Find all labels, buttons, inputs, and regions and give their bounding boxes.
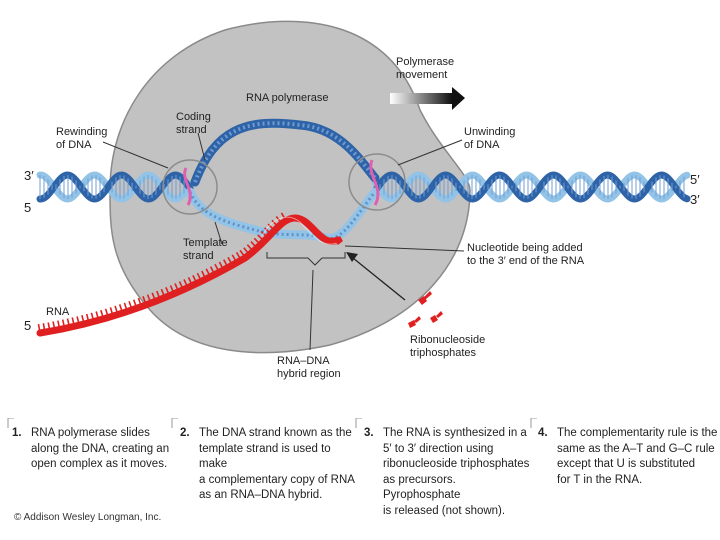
leader-lines (102, 132, 465, 351)
left-5prime-label: 5 (24, 200, 32, 215)
rna-base-tick (85, 313, 90, 323)
rna-base-tick (142, 296, 147, 306)
rna-base-tick (275, 216, 283, 225)
rna-base-tick (76, 316, 80, 326)
rna-base-tick (128, 301, 133, 311)
rna-base-tick (37, 323, 41, 334)
coding-strand (190, 118, 380, 187)
rna-base-tick (81, 315, 85, 325)
step-4-text: The complementarity rule is the same as … (557, 427, 718, 486)
rna-base-tick (227, 256, 234, 266)
rna-base-tick (132, 299, 138, 309)
rna-base-tick (196, 272, 203, 282)
rna-base-tick (201, 270, 207, 280)
rna-base-tick (57, 320, 61, 330)
ribonucleoside-label: Ribonucleoside triphosphates (410, 334, 486, 359)
template-strand-label: Template strand (183, 237, 228, 262)
rna-base-tick (123, 302, 129, 312)
rna-base-tick (118, 304, 124, 314)
rna-base-tick (243, 247, 251, 256)
polymerase-movement-arrow (390, 87, 465, 110)
dna-strand-light-right (371, 171, 691, 203)
rna-base-tick (104, 308, 109, 318)
step-3-text: The RNA is synthesized in a 5′ to 3′ dir… (383, 427, 530, 517)
dna-strand-dark-right (371, 171, 691, 203)
step-2-text: The DNA strand known as the template str… (199, 427, 355, 501)
rna-base-tick (253, 237, 262, 246)
rna-base-tick (267, 223, 276, 231)
rewinding-circle (162, 159, 218, 215)
rna-base-tick (235, 252, 242, 261)
rna-base-tick (178, 281, 184, 291)
rna-base-tick (146, 294, 152, 304)
rna-base-tick (280, 212, 287, 222)
template-strand (185, 187, 380, 244)
step-2-number: 2. (180, 427, 190, 439)
coding-strand-label: Coding strand (176, 111, 211, 136)
dna-strand-light-left (36, 171, 194, 203)
left-3prime-label: 3′ (24, 168, 34, 183)
rna-base-tick (160, 288, 166, 298)
nucleotide-added-label: Nucleotide being added to the 3′ end of … (467, 242, 585, 267)
rna-base-tick (239, 249, 247, 259)
rna-base-tick (222, 259, 229, 268)
right-3prime-label: 3′ (690, 192, 700, 207)
step-3-number: 3. (364, 427, 374, 439)
unwinding-circle (348, 153, 406, 211)
rna-base-tick (257, 234, 265, 242)
rna-base-tick (47, 322, 51, 332)
caption-steps: 1. RNA polymerase slides along the DNA, … (0, 418, 720, 518)
hybrid-bracket (266, 252, 346, 266)
dna-strand-dark-left (36, 171, 194, 203)
rna-base-tick (231, 254, 238, 264)
rna-base-tick (218, 261, 225, 271)
rna-base-tick (61, 319, 66, 329)
right-5prime-label: 5′ (690, 172, 700, 187)
ribonucleoside-triphosphates (334, 236, 443, 328)
rna-base-tick (52, 321, 56, 331)
rna-base-tick (209, 266, 216, 275)
rna-base-tick (250, 241, 258, 249)
rna-label: RNA (46, 306, 70, 318)
unwinding-twist (369, 159, 380, 206)
rna-base-tick (151, 292, 157, 302)
rna-base-tick (214, 263, 220, 273)
copyright-text: © Addison Wesley Longman, Inc. (14, 512, 162, 523)
rna-base-tick (137, 297, 143, 307)
rewinding-label: Rewinding of DNA (56, 126, 108, 151)
rna-base-tick (192, 274, 198, 284)
transcription-diagram (36, 20, 691, 354)
precursor-arrow (346, 252, 406, 301)
rna-base-tick (71, 317, 76, 327)
rna-base-tick (165, 286, 171, 296)
rna-base-tick (95, 311, 100, 321)
rna-base-tick (169, 285, 175, 295)
caption-separators (7, 418, 537, 428)
step-1-text: RNA polymerase slides along the DNA, cre… (31, 427, 170, 470)
rna-base-tick (264, 227, 272, 235)
rna-base-tick (260, 230, 269, 239)
rna-base-tick (205, 268, 212, 278)
hybrid-region-label: RNA–DNA hybrid region (277, 355, 341, 380)
unwinding-label: Unwinding of DNA (464, 126, 516, 151)
step-4-number: 4. (538, 427, 548, 439)
rna-base-tick (114, 305, 119, 315)
rna-base-tick (246, 244, 254, 253)
step-1-number: 1. (12, 427, 22, 439)
rna-strand (36, 212, 342, 337)
rna-polymerase-label: RNA polymerase (246, 92, 329, 104)
rna-base-tick (187, 277, 194, 286)
rna-base-tick (100, 309, 105, 320)
rna-base-tick (174, 283, 180, 293)
rna-base-tick (183, 279, 189, 288)
rna-base-tick (42, 323, 46, 333)
rna-base-tick (109, 307, 114, 317)
rna-base-tick (156, 290, 161, 300)
rna-base-tick (90, 312, 95, 322)
rewinding-twist (183, 167, 192, 206)
rna-5prime-label: 5 (24, 318, 32, 333)
rna-base-tick (66, 318, 71, 328)
polymerase-movement-label: Polymerase movement (396, 56, 455, 81)
rna-base-tick (271, 219, 279, 228)
